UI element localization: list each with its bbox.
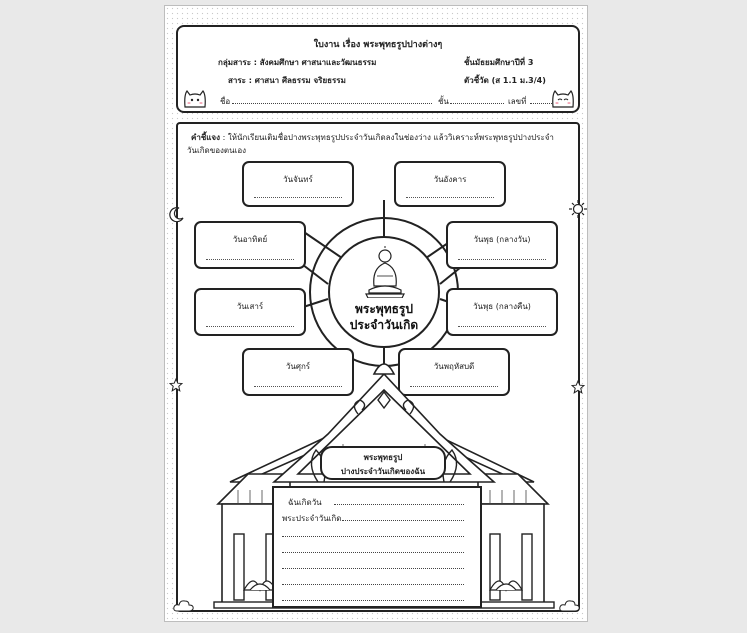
day-box-monday[interactable]: วันจันทร์: [242, 161, 354, 207]
day-label: วันจันทร์: [283, 175, 313, 184]
class-label: ชั้น: [438, 97, 449, 106]
class-field[interactable]: [450, 103, 504, 104]
buddha-label: พระประจำวันเกิด: [282, 514, 342, 523]
day-label: วันอาทิตย์: [232, 235, 268, 244]
moon-icon: [169, 207, 184, 222]
day-box-friday[interactable]: วันศุกร์: [242, 348, 354, 396]
day-box-thursday[interactable]: วันพฤหัสบดี: [398, 348, 510, 396]
name-label: ชื่อ: [220, 97, 231, 106]
answer-line[interactable]: [282, 600, 464, 601]
answer-panel: ฉันเกิดวัน พระประจำวันเกิด: [272, 486, 482, 608]
cat-icon: [184, 89, 206, 108]
sign-line1: พระพุทธรูป: [363, 453, 403, 462]
sign-line2: ปางประจำวันเกิดของฉัน: [340, 467, 426, 476]
sun-icon: [569, 200, 587, 218]
star-icon: [571, 380, 585, 394]
number-field[interactable]: [530, 103, 552, 104]
instructions-text: : ให้นักเรียนเติมชื่อปางพระพุทธรูปประจำว…: [222, 133, 554, 142]
answer-line[interactable]: [282, 584, 464, 585]
answer-line[interactable]: [282, 552, 464, 553]
day-label: วันพฤหัสบดี: [433, 362, 475, 371]
instructions-heading: คำชี้แจง: [191, 133, 221, 142]
star-icon: [169, 378, 183, 392]
temple-sign: พระพุทธรูป ปางประจำวันเกิดของฉัน: [320, 446, 446, 480]
day-box-tuesday[interactable]: วันอังคาร: [394, 161, 506, 207]
day-box-saturday[interactable]: วันเสาร์: [194, 288, 306, 336]
subject-group: กลุ่มสาระ : สังคมศึกษา ศาสนาและวัฒนธรรม: [218, 58, 377, 67]
cat-icon: [552, 89, 574, 108]
born-day-field[interactable]: [334, 504, 464, 505]
center-title-line2: ประจำวันเกิด: [349, 318, 419, 332]
day-label: วันศุกร์: [285, 362, 311, 371]
main-activity-box: คำชี้แจง : ให้นักเรียนเติมชื่อปางพระพุทธ…: [176, 122, 580, 612]
page-title: ใบงาน เรื่อง พระพุทธรูปปางต่างๆ: [313, 40, 443, 50]
day-box-wednesday-night[interactable]: วันพุธ (กลางคืน): [446, 288, 558, 336]
worksheet-page: ใบงาน เรื่อง พระพุทธรูปปางต่างๆ กลุ่มสาร…: [164, 5, 588, 622]
born-day-label: ฉันเกิดวัน: [288, 498, 322, 507]
cloud-icon: [173, 600, 194, 612]
day-label: วันเสาร์: [236, 302, 264, 311]
strand: สาระ : ศาสนา ศีลธรรม จริยธรรม: [228, 76, 346, 85]
number-label: เลขที่: [508, 97, 527, 106]
center-title-line1: พระพุทธรูป: [354, 302, 413, 316]
cloud-icon: [559, 600, 580, 612]
day-label: วันพุธ (กลางคืน): [473, 302, 531, 311]
answer-line[interactable]: [282, 568, 464, 569]
answer-line[interactable]: [282, 536, 464, 537]
header-box: ใบงาน เรื่อง พระพุทธรูปปางต่างๆ กลุ่มสาร…: [176, 25, 580, 113]
buddha-icon: [365, 246, 405, 298]
indicator: ตัวชี้วัด (ส 1.1 ม.3/4): [464, 76, 546, 85]
buddha-field[interactable]: [342, 520, 464, 521]
instructions-text-2: วันเกิดของตนเอง: [187, 146, 247, 155]
day-label: วันอังคาร: [433, 175, 467, 184]
day-box-wednesday-day[interactable]: วันพุธ (กลางวัน): [446, 221, 558, 269]
grade-level: ชั้นมัธยมศึกษาปีที่ 3: [464, 58, 534, 67]
day-label: วันพุธ (กลางวัน): [473, 235, 531, 244]
instructions-line: คำชี้แจง : ให้นักเรียนเติมชื่อปางพระพุทธ…: [191, 131, 554, 144]
day-box-sunday[interactable]: วันอาทิตย์: [194, 221, 306, 269]
name-field[interactable]: [232, 103, 432, 104]
center-circle: พระพุทธรูป ประจำวันเกิด: [328, 236, 440, 348]
